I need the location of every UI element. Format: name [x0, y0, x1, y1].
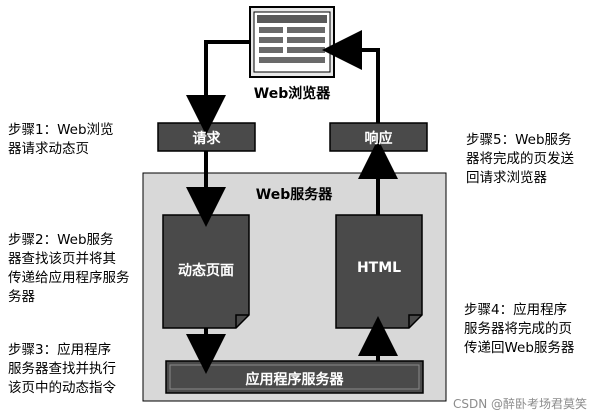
- watermark: CSDN @醉卧考场君莫笑: [453, 397, 588, 411]
- browser-window-icon: [249, 6, 335, 78]
- app-server-label: 应用程序服务器: [245, 372, 344, 388]
- step-4-text: 步骤4：应用程序 服务器将完成的页 传递回Web服务器: [464, 302, 575, 356]
- flow-arrows: [186, 30, 398, 374]
- dynamic-page-label: 动态页面: [178, 263, 234, 279]
- arrow-browser-to-request: [186, 40, 250, 135]
- browser-label: Web浏览器: [253, 86, 331, 102]
- request-label: 请求: [192, 131, 221, 147]
- html-doc: [335, 214, 423, 329]
- step-5-text: 步骤5：Web服务 器将完成的页发送 回请求浏览器: [466, 132, 574, 186]
- response-label: 响应: [364, 131, 393, 147]
- web-server-label: Web服务器: [255, 187, 333, 203]
- step-2-text: 步骤2：Web服务 器查找该页并将其 传递给应用程序服务 务器: [8, 232, 130, 305]
- arrow-response-to-browser: [322, 30, 380, 123]
- dynamic-page-doc: [162, 214, 250, 329]
- html-label: HTML: [356, 260, 402, 276]
- step-1-text: 步骤1：Web浏览 器请求动态页: [8, 122, 114, 157]
- step-3-text: 步骤3：应用程序 服务器查找并执行 该页中的动态指令: [8, 342, 116, 396]
